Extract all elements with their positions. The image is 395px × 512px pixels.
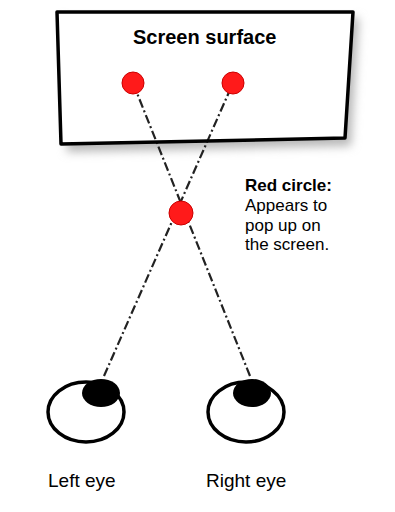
popped-red-circle — [169, 201, 193, 225]
screen-fill — [57, 12, 353, 144]
sight-line — [104, 83, 233, 376]
eye-pupil — [233, 379, 271, 407]
node-title: Screen surface — [133, 26, 276, 49]
callout-heading: Red circle: — [245, 176, 385, 196]
eye-label: Left eye — [48, 470, 158, 492]
red-dot — [222, 72, 244, 94]
screen-border — [57, 12, 353, 144]
callout-note: Appears to pop up on the screen. — [245, 196, 345, 255]
sight-line — [133, 83, 250, 376]
screen-surface: Screen surface — [55, 10, 355, 146]
red-dot — [122, 72, 144, 94]
eye-label: Right eye — [206, 470, 326, 492]
eye-pupil — [82, 379, 120, 407]
